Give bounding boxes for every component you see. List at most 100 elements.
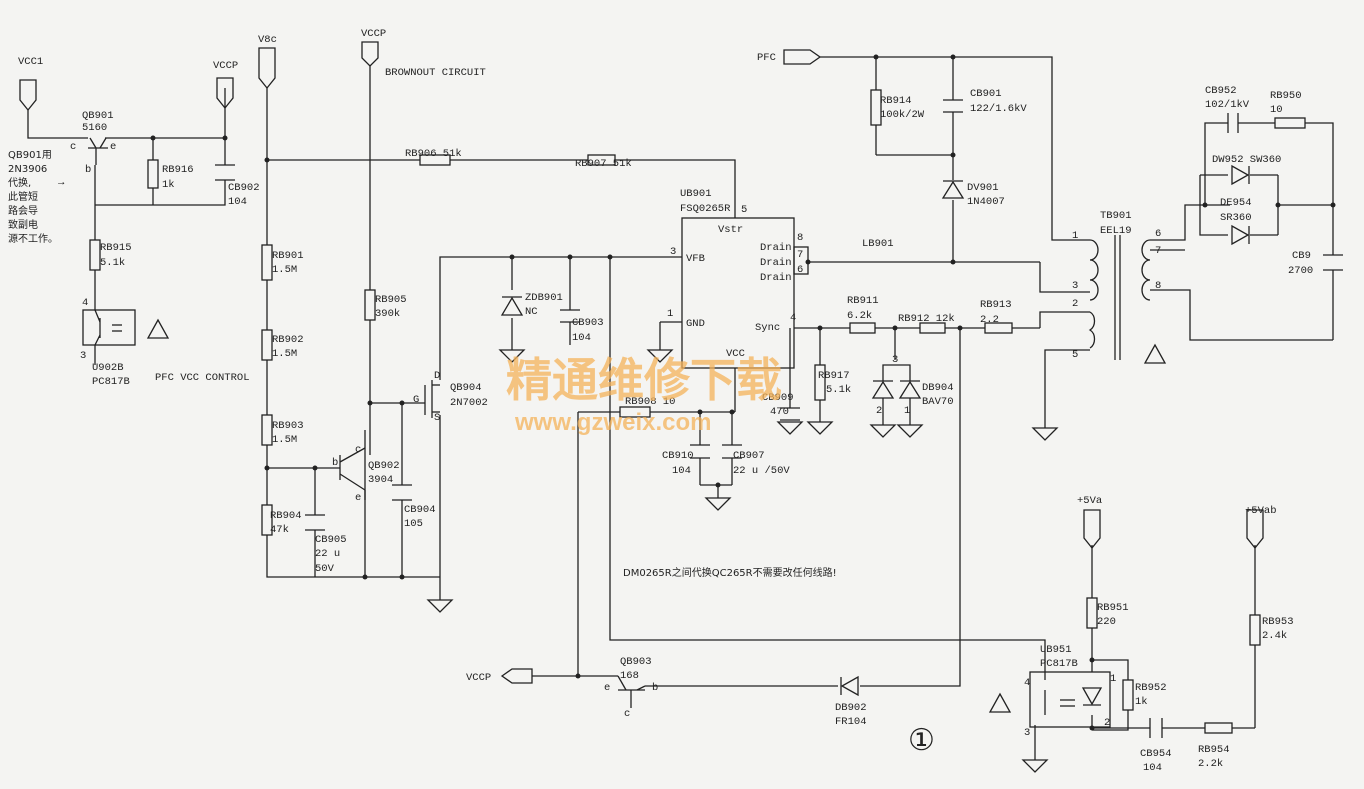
rb916-val: 1k — [162, 179, 175, 191]
cb910-ref: CB910 — [662, 450, 694, 462]
rb901-ref: RB901 — [272, 250, 304, 262]
tb901-ref: TB901 — [1100, 210, 1132, 222]
tb901-pin2: 2 — [1072, 298, 1078, 310]
ub901-vfb: VFB — [686, 253, 705, 265]
rb917-ref: RB917 — [818, 370, 850, 382]
ground-icon — [806, 421, 834, 435]
qb902-e: e — [355, 492, 361, 504]
cb901-val: 122/1.6kV — [970, 103, 1027, 115]
cb903-val: 104 — [572, 332, 591, 344]
rb908-label: RB908 10 — [625, 396, 675, 408]
db902-ref: DB902 — [835, 702, 867, 714]
svg-text:2N3906: 2N3906 — [8, 164, 47, 175]
ub901-val: FSQ0265R — [680, 203, 731, 215]
zdb901-ref: ZDB901 — [525, 292, 563, 304]
cb901-ref: CB901 — [970, 88, 1002, 100]
cb904-val: 105 — [404, 518, 423, 530]
rb907-label: RB907 51k — [575, 158, 632, 170]
svg-text:致副电: 致副电 — [8, 218, 38, 231]
cb9-ref: CB9 — [1292, 250, 1311, 262]
net-vcc1: VCC1 — [18, 56, 43, 68]
qb904-g: G — [413, 394, 419, 406]
ground-icon — [498, 349, 526, 363]
rb950-val: 10 — [1270, 104, 1283, 116]
cb952-ref: CB952 — [1205, 85, 1237, 97]
ub901-ref: UB901 — [680, 188, 712, 200]
cb905-volt: 50V — [315, 563, 335, 575]
svg-text:代换,: 代换, — [8, 176, 31, 189]
ub901-vstr: Vstr — [718, 224, 743, 236]
tb901-pin5: 5 — [1072, 349, 1078, 361]
qb902-b: b — [332, 457, 338, 469]
qb903-val: 168 — [620, 670, 639, 682]
svg-text:此管短: 此管短 — [8, 190, 38, 203]
qb901-val: 5160 — [82, 122, 107, 134]
net-pfc: PFC — [757, 52, 776, 64]
rb915-ref: RB915 — [100, 242, 132, 254]
rb954-val: 2.2k — [1198, 758, 1223, 770]
dv901-val: 1N4007 — [967, 196, 1005, 208]
ub951-pin3: 3 — [1024, 727, 1030, 739]
rb952-val: 1k — [1135, 696, 1148, 708]
u902b-pin3: 3 — [80, 350, 86, 362]
cb909-ref: CB909 — [762, 392, 794, 404]
tb901-pin3: 3 — [1072, 280, 1078, 292]
db904-val: BAV70 — [922, 396, 954, 408]
qb901-ref: QB901 — [82, 110, 114, 122]
rb915-val: 5.1k — [100, 257, 125, 269]
wires — [27, 56, 1334, 760]
cb910-val: 104 — [672, 465, 691, 477]
db902-val: FR104 — [835, 716, 867, 728]
qb903-c: c — [624, 708, 630, 720]
rb917-val: 5.1k — [826, 384, 851, 396]
cb902-val: 104 — [228, 196, 247, 208]
db904-pin1: 1 — [904, 405, 910, 417]
db904-pin3: 3 — [892, 354, 898, 366]
net-vccp-1: VCCP — [213, 60, 238, 72]
cb907-val: 22 u /50V — [733, 465, 790, 477]
rb914-ref: RB914 — [880, 95, 912, 107]
qb902-ref: QB902 — [368, 460, 400, 472]
ground-symbols — [426, 349, 1059, 773]
dw952-label: DW952 SW360 — [1212, 154, 1281, 166]
qb903-e: e — [604, 682, 610, 694]
rb951-val: 220 — [1097, 616, 1116, 628]
rb902-ref: RB902 — [272, 334, 304, 346]
ground-icon — [646, 349, 674, 363]
tb901-pin8: 8 — [1155, 280, 1161, 292]
qb902-val: 3904 — [368, 474, 393, 486]
ground-icon — [1021, 759, 1049, 773]
rb904-val: 47k — [270, 524, 289, 536]
ground-icon — [896, 424, 924, 438]
net-vccp-3: VCCP — [466, 672, 491, 684]
ground-icon — [426, 599, 454, 613]
qb901-b: b — [85, 164, 91, 176]
tb901-val: EEL19 — [1100, 225, 1132, 237]
rb953-val: 2.4k — [1262, 630, 1287, 642]
ub901-drain2: Drain — [760, 257, 792, 269]
cb902-ref: CB902 — [228, 182, 260, 194]
net-5va: +5Va — [1077, 495, 1102, 507]
db904-ref: DB904 — [922, 382, 954, 394]
u902b-ref: U902B — [92, 362, 124, 374]
rb950-ref: RB950 — [1270, 90, 1302, 102]
cb904-ref: CB904 — [404, 504, 436, 516]
ub901-pin3: 3 — [670, 246, 676, 258]
note-qb901: QB901用 2N3906 代换, 此管短 路会导 致副电 源不工作。 — [8, 150, 58, 245]
cb905-ref: CB905 — [315, 534, 347, 546]
ub901-pin1: 1 — [667, 308, 673, 320]
components — [19, 41, 1343, 773]
cb954-val: 104 — [1143, 762, 1162, 774]
u902b-val: PC817B — [92, 376, 130, 388]
rb913-val: 2.2 — [980, 314, 999, 326]
qb902-c: c — [355, 444, 361, 456]
rb916-ref: RB916 — [162, 164, 194, 176]
rb905-val: 390k — [375, 308, 400, 320]
rb952-ref: RB952 — [1135, 682, 1167, 694]
rb903-val: 1.5M — [272, 434, 297, 446]
watermark: 精通维修下载 www.gzweix.com — [506, 353, 782, 436]
u902b-pin4: 4 — [82, 297, 88, 309]
lb901-label: LB901 — [862, 238, 894, 250]
ub901-pin6: 6 — [797, 264, 803, 276]
